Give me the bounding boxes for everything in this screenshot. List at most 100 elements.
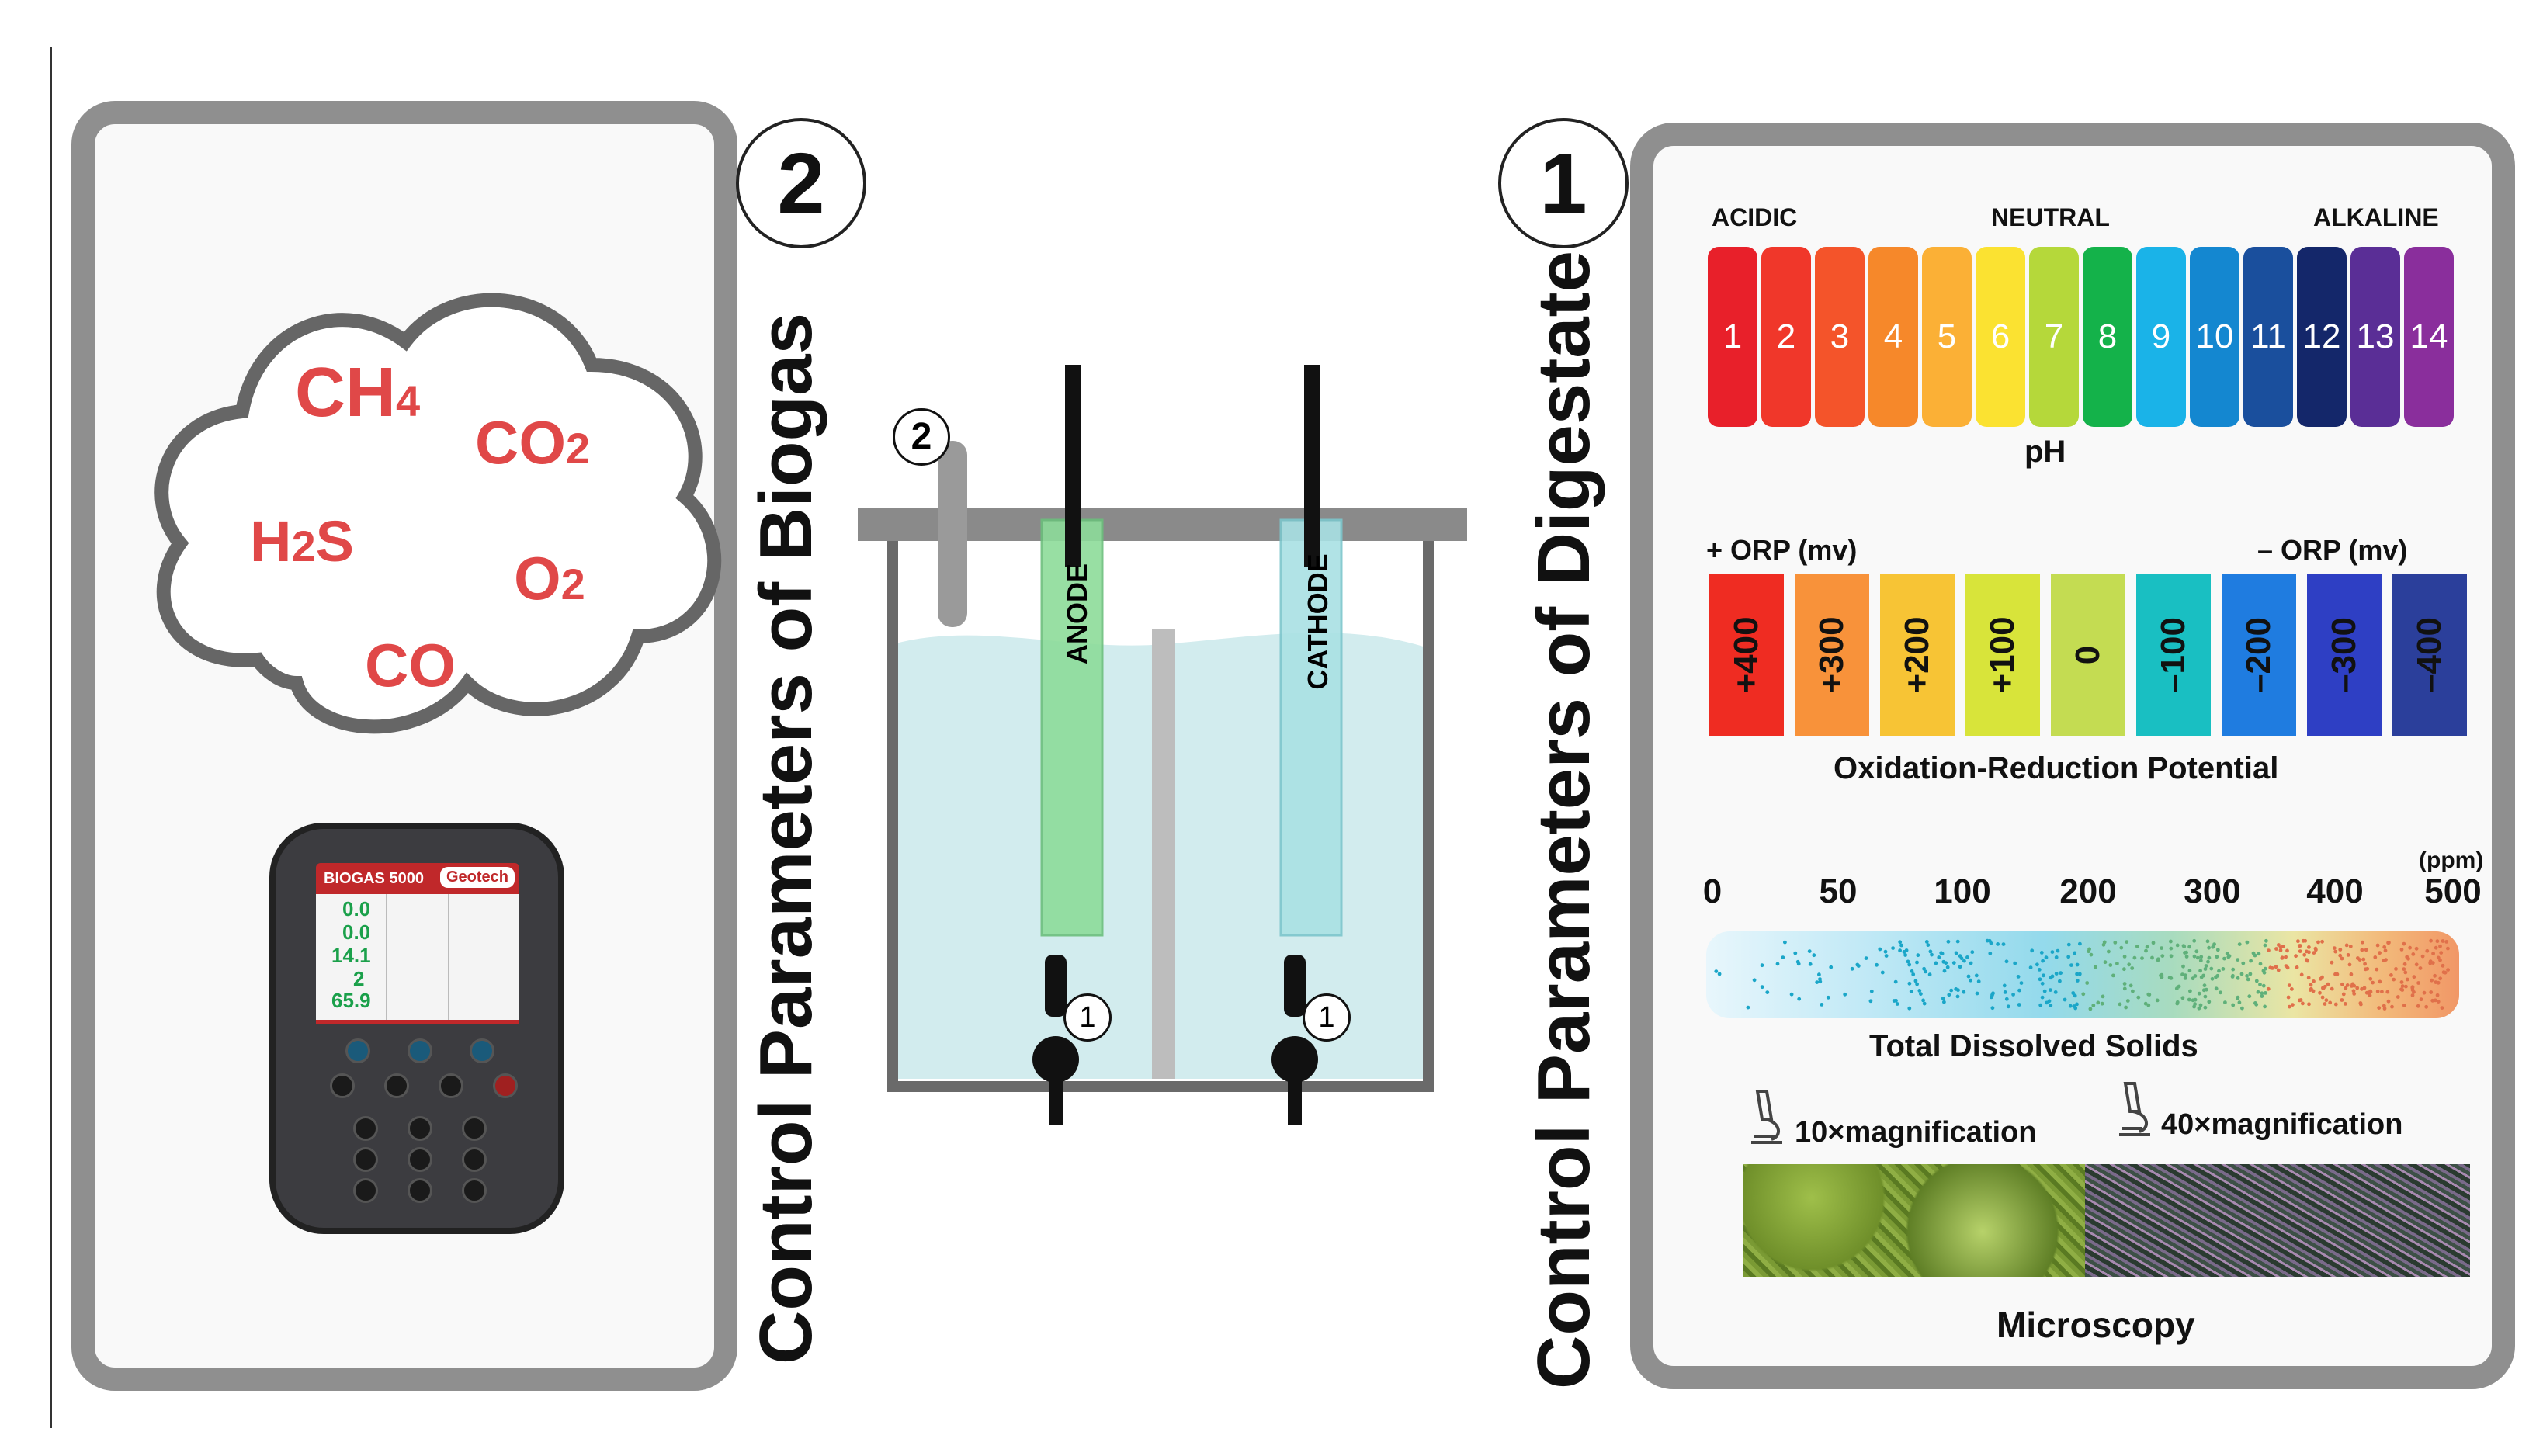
tds-dot <box>2058 979 2062 983</box>
tds-dot <box>2214 986 2219 991</box>
cloud-icon <box>154 293 722 734</box>
tds-dot <box>2247 994 2252 999</box>
micrograph-40x <box>2085 1164 2470 1277</box>
tds-dot <box>2412 975 2416 979</box>
tds-dot <box>2348 945 2353 948</box>
device-key <box>384 1073 409 1098</box>
tds-dot <box>2362 986 2367 990</box>
tds-dot <box>1946 939 1951 944</box>
tds-dot <box>1955 994 1960 999</box>
tds-dot <box>2338 948 2343 952</box>
tds-dot <box>1789 992 1794 997</box>
tds-caption: Total Dissolved Solids <box>1869 1029 2198 1063</box>
tds-tick-400: 400 <box>2306 872 2364 910</box>
tds-dot <box>2125 999 2130 1003</box>
tds-dot <box>2441 939 2445 943</box>
tds-dot <box>1752 978 1757 983</box>
tds-dot <box>2202 983 2207 988</box>
tds-dot <box>1940 952 1945 956</box>
tds-dot <box>2399 948 2404 952</box>
tds-dot <box>2209 966 2214 971</box>
tds-dot <box>1904 948 1909 952</box>
tds-dot <box>1892 999 1896 1003</box>
tds-dot <box>2100 1001 2104 1006</box>
tds-dot <box>2313 946 2318 951</box>
device-key <box>353 1116 378 1141</box>
tds-dot <box>1793 951 1798 955</box>
tds-dot <box>2175 1001 2180 1006</box>
device-model-label: BIOGAS 5000 <box>324 870 424 887</box>
tds-dot <box>1988 952 1993 955</box>
device-key <box>470 1038 494 1063</box>
tds-dot <box>1812 953 1816 958</box>
tds-dot <box>1941 997 1945 1000</box>
tds-dot <box>2444 940 2449 944</box>
tds-dot <box>2386 999 2391 1004</box>
tds-dot <box>2258 962 2263 966</box>
tds-dot <box>2240 1006 2244 1011</box>
tds-dot <box>2183 951 2187 955</box>
tds-dot <box>2420 954 2425 959</box>
tds-dot <box>2330 960 2334 965</box>
tds-dot <box>1996 942 2000 946</box>
microscope-icon <box>1751 1090 1782 1144</box>
tds-dot <box>2361 940 2364 945</box>
tds-dot <box>2231 967 2236 972</box>
tds-dot <box>2278 945 2283 950</box>
tds-dot <box>2063 997 2067 1002</box>
device-key <box>439 1073 463 1098</box>
tds-dot <box>1898 940 1903 945</box>
left-frame-line <box>50 47 52 1428</box>
tds-dot <box>2368 989 2372 993</box>
tds-dot <box>2119 945 2124 950</box>
tds-dot <box>2405 977 2409 982</box>
tds-dot <box>1899 943 1903 948</box>
tds-dot <box>2059 971 2063 976</box>
reading-2: 0.0 <box>342 920 371 944</box>
device-screen: 0.0 0.0 14.1 2 65.9 <box>316 894 519 1024</box>
tds-dot <box>2402 962 2407 966</box>
tds-dot <box>2439 951 2444 955</box>
tds-dot <box>2425 948 2430 953</box>
tds-dot <box>2278 948 2283 952</box>
tds-dot <box>2364 967 2368 972</box>
device-key <box>493 1073 518 1098</box>
tds-dot <box>2383 948 2388 953</box>
tds-dot <box>2347 962 2352 967</box>
tds-dot <box>2414 962 2419 967</box>
tds-dot <box>2431 952 2435 955</box>
tds-dot <box>2078 941 2082 946</box>
tds-dot <box>1907 962 1912 967</box>
tds-dot <box>2188 989 2192 993</box>
tds-dot <box>2006 1004 2010 1009</box>
tds-dot <box>2349 972 2354 976</box>
tds-dot <box>1717 972 1722 976</box>
magnification-10x-label: 10×magnification <box>1795 1116 2037 1149</box>
tds-dot <box>1949 988 1954 993</box>
device-key <box>408 1178 432 1203</box>
tds-dot <box>1947 993 1951 997</box>
tds-dot <box>2145 945 2149 949</box>
orp-cell-7: –300 <box>2307 574 2382 736</box>
tds-dot <box>2101 942 2106 947</box>
tds-dot <box>2219 990 2222 995</box>
digestate-step-number: 1 <box>1498 118 1629 248</box>
tds-dot <box>2068 1004 2073 1008</box>
tds-dot <box>2203 994 2208 999</box>
tds-dot <box>2204 964 2208 968</box>
tds-dot <box>1969 961 1973 965</box>
tds-dot <box>2251 951 2256 955</box>
tds-dot <box>1916 953 1920 958</box>
tds-dot <box>2344 943 2349 948</box>
tds-dot <box>2198 1003 2203 1007</box>
tds-dot <box>2403 970 2408 975</box>
ph-cell-9: 9 <box>2136 247 2186 427</box>
tds-dot <box>2436 955 2441 960</box>
tds-dot <box>2404 984 2408 989</box>
tds-dot <box>1875 962 1879 967</box>
tds-dot <box>2335 972 2340 976</box>
tds-dot <box>2042 989 2047 993</box>
tds-dot <box>2320 995 2325 1000</box>
tds-dot <box>2430 978 2434 983</box>
tds-dot <box>2236 976 2240 980</box>
